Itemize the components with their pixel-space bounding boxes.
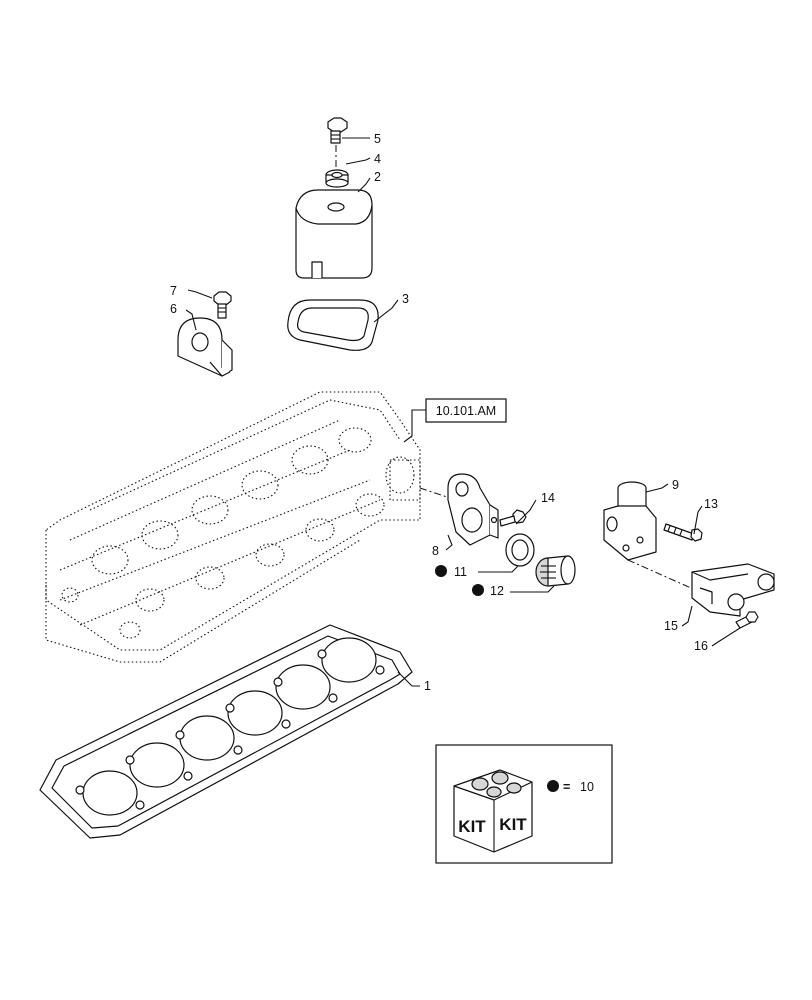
callout-15: 15 (664, 619, 678, 633)
bolt-part-13 (663, 523, 703, 542)
bushing-part-11 (505, 533, 535, 567)
callout-2: 2 (374, 170, 381, 184)
callout-3: 3 (402, 292, 409, 306)
callout-7: 7 (170, 284, 177, 298)
bolt-part-7 (213, 291, 232, 319)
callout-5: 5 (374, 132, 381, 146)
reference-label: 10.101.AM (436, 404, 496, 418)
kit-equals: = (563, 780, 570, 794)
kit-text-right: KIT (499, 815, 527, 834)
callout-4: 4 (374, 152, 381, 166)
kit-text-left: KIT (458, 817, 486, 836)
bolt-part-14 (499, 509, 527, 527)
kit-item-number: 10 (580, 780, 594, 794)
callout-9: 9 (672, 478, 679, 492)
bracket-part-6 (177, 317, 233, 377)
kit-box-icon: KIT KIT (453, 769, 533, 853)
kit-legend-marker (547, 780, 559, 792)
kit-marker-12 (472, 584, 484, 596)
callout-16: 16 (694, 639, 708, 653)
bolt-part-5 (327, 117, 348, 144)
head-gasket-part-1 (39, 624, 413, 839)
bolt-part-16 (735, 611, 759, 629)
washer-part-4 (325, 169, 349, 188)
cover-part-2 (295, 189, 373, 279)
callout-6: 6 (170, 302, 177, 316)
callout-leaders (185, 137, 741, 687)
bracket-part-15 (691, 563, 775, 617)
callout-1: 1 (424, 679, 431, 693)
flange-part-8 (447, 473, 499, 546)
callout-11: 11 (454, 565, 467, 579)
kit-marker-11 (435, 565, 447, 577)
thermostat-part-12 (535, 555, 576, 587)
reference-box[interactable]: 10.101.AM (425, 398, 507, 423)
kit-legend: KIT KIT = 10 (435, 744, 613, 864)
callout-12: 12 (490, 584, 504, 598)
gasket-part-3 (287, 299, 379, 351)
callout-8: 8 (432, 544, 439, 558)
housing-part-9 (603, 481, 657, 561)
cylinder-head-reference (45, 391, 421, 663)
callout-numbers: 5 4 2 3 7 6 8 14 11 12 9 13 15 16 1 (170, 132, 718, 693)
callout-14: 14 (541, 491, 555, 505)
callout-13: 13 (704, 497, 718, 511)
